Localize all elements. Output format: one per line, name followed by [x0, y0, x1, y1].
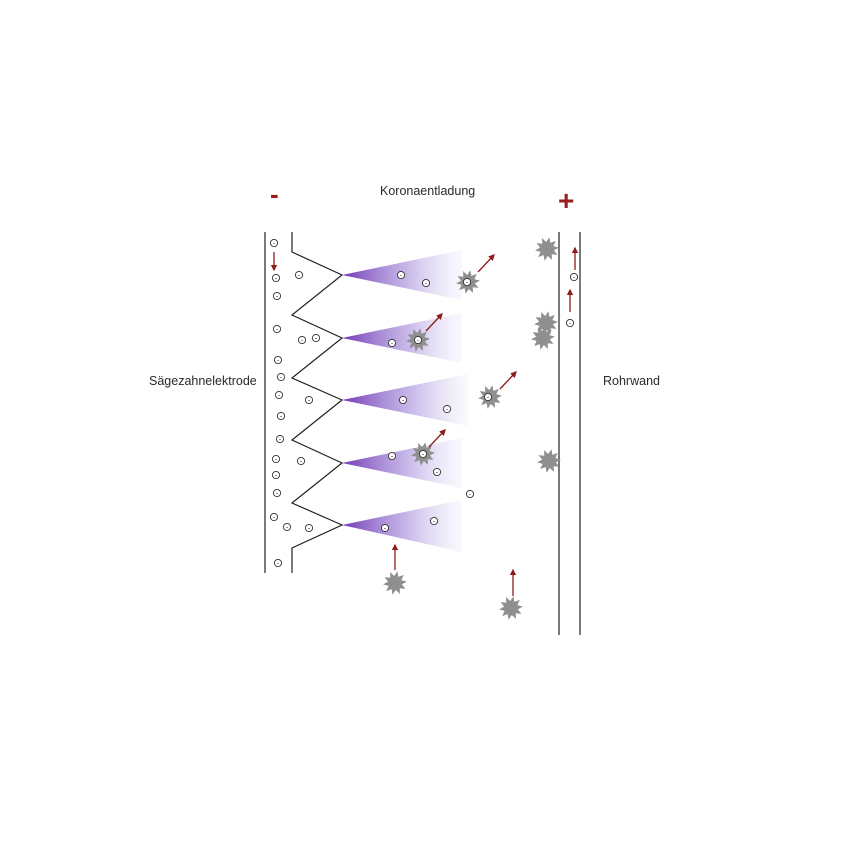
negative-ion-icon: -	[269, 238, 279, 247]
negative-ion-icon: -	[429, 516, 439, 525]
svg-text:-: -	[275, 471, 278, 479]
negative-sign: -	[270, 179, 279, 209]
svg-text:-: -	[278, 391, 281, 399]
motion-arrows	[270, 246, 579, 596]
svg-text:-: -	[298, 271, 301, 279]
negative-ion-icon: -	[462, 277, 472, 286]
negative-ion-icon: -	[269, 512, 279, 521]
pipe-wall-label: Rohrwand	[603, 374, 660, 388]
negative-ion-icon: -	[271, 273, 281, 282]
negative-ion-icon: -	[273, 558, 283, 567]
svg-text:-: -	[273, 239, 276, 247]
dust-particle-icon	[535, 237, 559, 261]
negative-ion-icon: -	[304, 395, 314, 404]
svg-text:-: -	[391, 339, 394, 347]
sawtooth-profile	[290, 232, 344, 573]
dust-particles	[383, 237, 561, 620]
negative-ion-icon: -	[442, 404, 452, 413]
positive-sign: +	[558, 185, 574, 216]
dust-particle-icon	[531, 326, 555, 350]
svg-text:-: -	[422, 450, 425, 458]
corona-cone	[342, 313, 462, 363]
negative-ions: - - - - - - - - - - - - - - - - - - - - - - - - - - - - - - - - - - - - -	[269, 238, 579, 567]
svg-text:-: -	[286, 523, 289, 531]
negative-ion-icon: -	[271, 454, 281, 463]
svg-text:-: -	[308, 524, 311, 532]
svg-text:-: -	[446, 405, 449, 413]
svg-text:-: -	[433, 517, 436, 525]
svg-text:-: -	[301, 336, 304, 344]
negative-ion-icon: -	[272, 291, 282, 300]
negative-ion-icon: -	[387, 451, 397, 460]
svg-text:-: -	[436, 468, 439, 476]
svg-text:-: -	[487, 393, 490, 401]
negative-ion-icon: -	[304, 523, 314, 532]
negative-ion-icon: -	[273, 355, 283, 364]
svg-text:-: -	[277, 356, 280, 364]
dust-particle-icon	[534, 311, 558, 335]
sawtooth-electrode-label: Sägezahnelektrode	[149, 374, 257, 388]
svg-text:-: -	[425, 279, 428, 287]
svg-text:-: -	[276, 292, 279, 300]
svg-text:-: -	[466, 278, 469, 286]
svg-text:-: -	[273, 513, 276, 521]
svg-text:-: -	[280, 412, 283, 420]
dust-particle-icon	[537, 449, 561, 473]
negative-ion-icon: -	[413, 335, 423, 344]
negative-ion-icon: -	[282, 522, 292, 531]
negative-ion-icon: -	[569, 272, 579, 281]
negative-ion-icon: -	[272, 324, 282, 333]
svg-text:-: -	[391, 452, 394, 460]
svg-text:-: -	[300, 457, 303, 465]
negative-ion-icon: -	[297, 335, 307, 344]
svg-text:-: -	[400, 271, 403, 279]
negative-ion-icon: -	[311, 333, 321, 342]
corona-cone	[342, 500, 462, 552]
arrow-icon	[425, 313, 443, 332]
arrow-icon	[477, 254, 495, 273]
svg-text:-: -	[275, 274, 278, 282]
negative-ion-icon: -	[276, 411, 286, 420]
svg-text:-: -	[308, 396, 311, 404]
corona-discharge-label: Koronaentladung	[380, 184, 475, 198]
corona-cone	[342, 438, 462, 488]
svg-text:-: -	[569, 319, 572, 327]
negative-ion-icon: -	[274, 390, 284, 399]
dust-particle-icon	[499, 596, 523, 620]
svg-text:-: -	[384, 524, 387, 532]
svg-text:-: -	[279, 435, 282, 443]
negative-ion-icon: -	[398, 395, 408, 404]
dust-particle-icon	[383, 571, 407, 595]
negative-ion-icon: -	[418, 449, 428, 458]
arrow-icon	[428, 429, 446, 448]
svg-text:-: -	[315, 334, 318, 342]
svg-text:-: -	[275, 455, 278, 463]
svg-text:-: -	[276, 489, 279, 497]
negative-ion-icon: -	[294, 270, 304, 279]
negative-ion-icon: -	[271, 470, 281, 479]
svg-text:-: -	[573, 273, 576, 281]
negative-ion-icon: -	[465, 489, 475, 498]
svg-text:-: -	[277, 559, 280, 567]
negative-ion-icon: -	[432, 467, 442, 476]
negative-ion-icon: -	[296, 456, 306, 465]
negative-ion-icon: -	[396, 270, 406, 279]
negative-ion-icon: -	[275, 434, 285, 443]
svg-text:-: -	[402, 396, 405, 404]
negative-ion-icon: -	[380, 523, 390, 532]
negative-ion-icon: -	[565, 318, 575, 327]
arrow-icon	[499, 371, 517, 390]
negative-ion-icon: -	[483, 392, 493, 401]
svg-text:-: -	[280, 373, 283, 381]
negative-ion-icon: -	[421, 278, 431, 287]
negative-ion-icon: -	[272, 488, 282, 497]
svg-text:-: -	[276, 325, 279, 333]
negative-ion-icon: -	[276, 372, 286, 381]
negative-ion-icon: -	[387, 338, 397, 347]
svg-text:-: -	[469, 490, 472, 498]
svg-text:-: -	[417, 336, 420, 344]
